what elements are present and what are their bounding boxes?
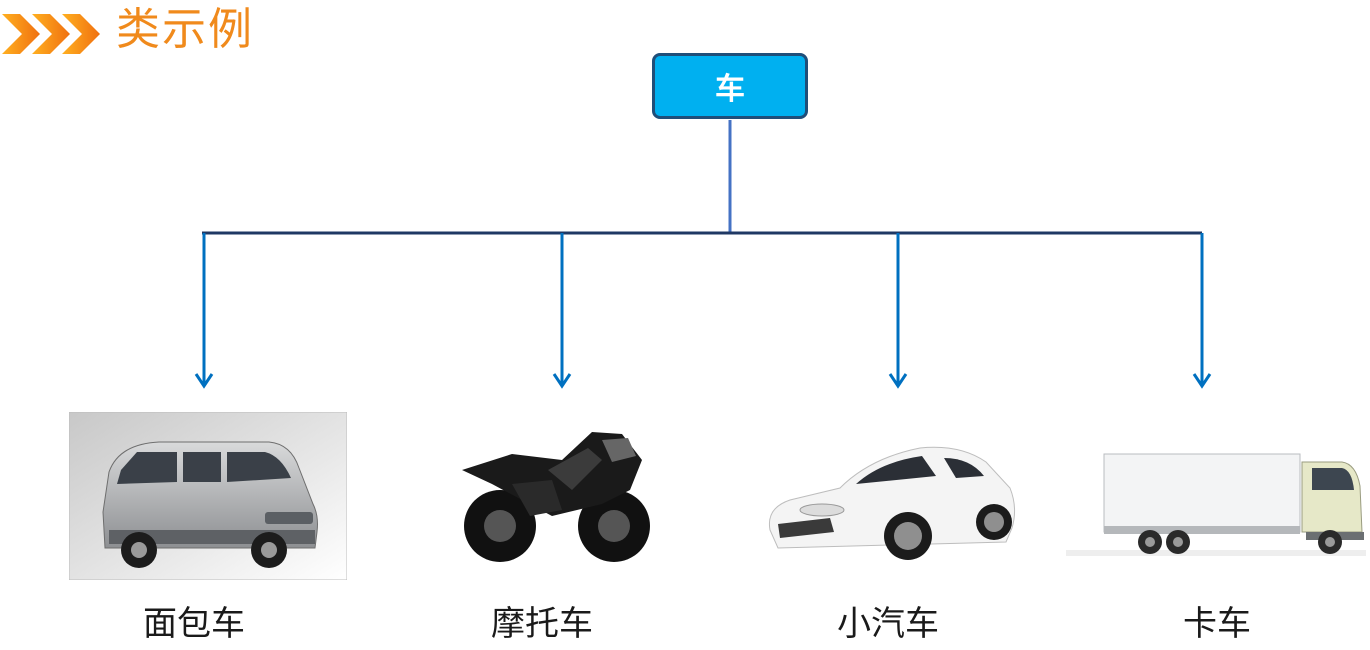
child-label-car: 小汽车 (837, 604, 939, 644)
triple-chevron-icon (2, 14, 100, 54)
section-header: 类示例 (0, 0, 400, 62)
page-title: 类示例 (116, 4, 254, 55)
arrowhead-2 (552, 373, 572, 389)
child-label-minivan: 面包车 (143, 604, 245, 644)
minivan-photo (69, 412, 347, 580)
sports-car-photo (768, 446, 1016, 560)
motorcycle-photo (462, 432, 650, 562)
arrowhead-4 (1192, 373, 1212, 389)
root-node: 车 (652, 53, 808, 119)
child-label-truck: 卡车 (1183, 604, 1251, 644)
root-node-label: 车 (715, 72, 745, 107)
arrowhead-1 (194, 373, 214, 389)
child-label-motorcycle: 摩托车 (491, 604, 593, 644)
arrowhead-3 (888, 373, 908, 389)
box-truck-photo (1066, 453, 1366, 556)
